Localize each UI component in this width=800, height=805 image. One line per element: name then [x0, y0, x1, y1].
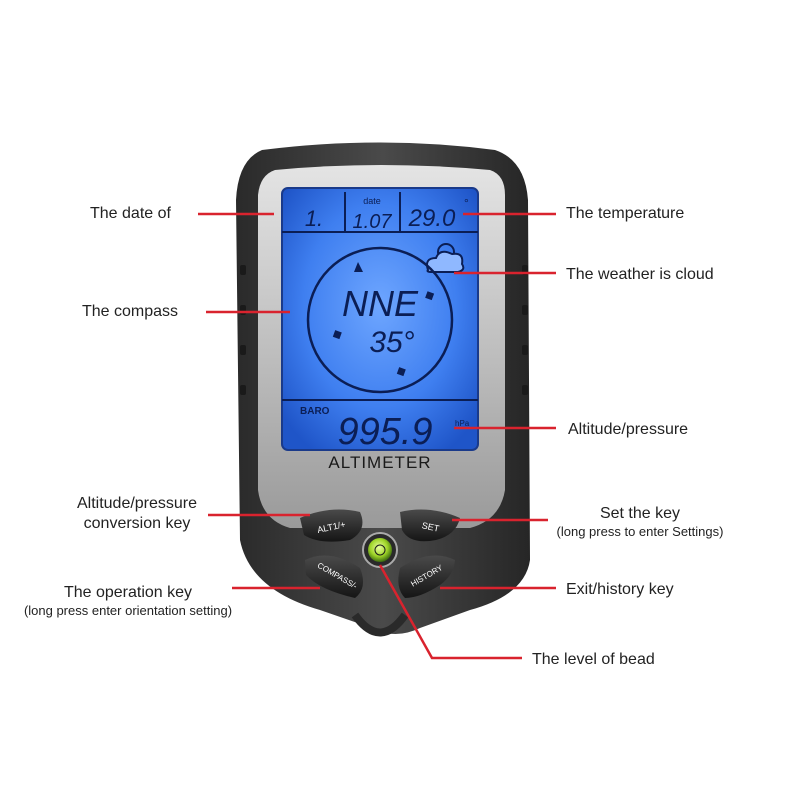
compass-ring: [306, 246, 454, 394]
callout-conversion: Altitude/pressure conversion key: [64, 494, 210, 534]
callout-exit-text: Exit/history key: [566, 581, 674, 598]
lcd-screen: [281, 187, 479, 451]
brand-label: ALTIMETER: [328, 453, 431, 472]
callout-temperature-text: The temperature: [566, 205, 685, 222]
callout-date: The date of: [90, 204, 171, 224]
lcd-heading: 35°: [369, 326, 414, 359]
compass-button[interactable]: [305, 555, 364, 599]
callout-level: The level of bead: [532, 650, 655, 670]
callout-set: Set the key (long press to enter Setting…: [540, 504, 740, 540]
callout-altitude: Altitude/pressure: [568, 420, 688, 440]
callout-set-line2: (long press to enter Settings): [556, 524, 724, 539]
lanyard-loop: [351, 612, 409, 637]
lcd-date-value: 1.07: [353, 211, 393, 233]
callout-operation-line1: The operation key: [63, 584, 193, 601]
callout-conversion-line1: Altitude/pressure: [76, 495, 198, 512]
callout-operation-line2: (long press enter orientation setting): [23, 603, 233, 618]
lcd-pressure-unit: hPa: [455, 419, 470, 428]
lcd-temperature: 29.0: [408, 205, 456, 232]
lcd-direction: NNE: [342, 283, 419, 324]
north-marker-icon: [354, 262, 363, 272]
callout-compass: The compass: [82, 302, 178, 322]
leader-lines: [198, 212, 556, 660]
lcd-date-tag: date: [363, 196, 381, 206]
callout-set-line1: Set the key: [599, 505, 681, 522]
callout-weather-text: The weather is cloud: [566, 266, 714, 283]
callout-level-text: The level of bead: [532, 651, 655, 668]
lcd-temp-unit: °: [464, 196, 469, 210]
lcd-pressure: 995.9: [337, 411, 432, 453]
callout-altitude-text: Altitude/pressure: [568, 421, 689, 438]
lcd-mode-label: BARO: [300, 406, 330, 417]
set-button[interactable]: [400, 509, 460, 542]
callout-conversion-line2: conversion key: [83, 515, 191, 532]
callout-date-text: The date of: [90, 205, 171, 222]
history-button[interactable]: [398, 555, 455, 599]
cloud-icon: [426, 243, 465, 273]
alt-button[interactable]: [300, 509, 363, 542]
callout-temperature: The temperature: [566, 204, 684, 224]
callout-exit: Exit/history key: [566, 580, 674, 600]
lcd-day: 1.: [305, 206, 323, 231]
set-button-label: SET: [421, 520, 441, 534]
callout-weather: The weather is cloud: [566, 265, 714, 285]
callout-operation: The operation key (long press enter orie…: [8, 583, 248, 619]
callout-compass-text: The compass: [82, 303, 179, 320]
